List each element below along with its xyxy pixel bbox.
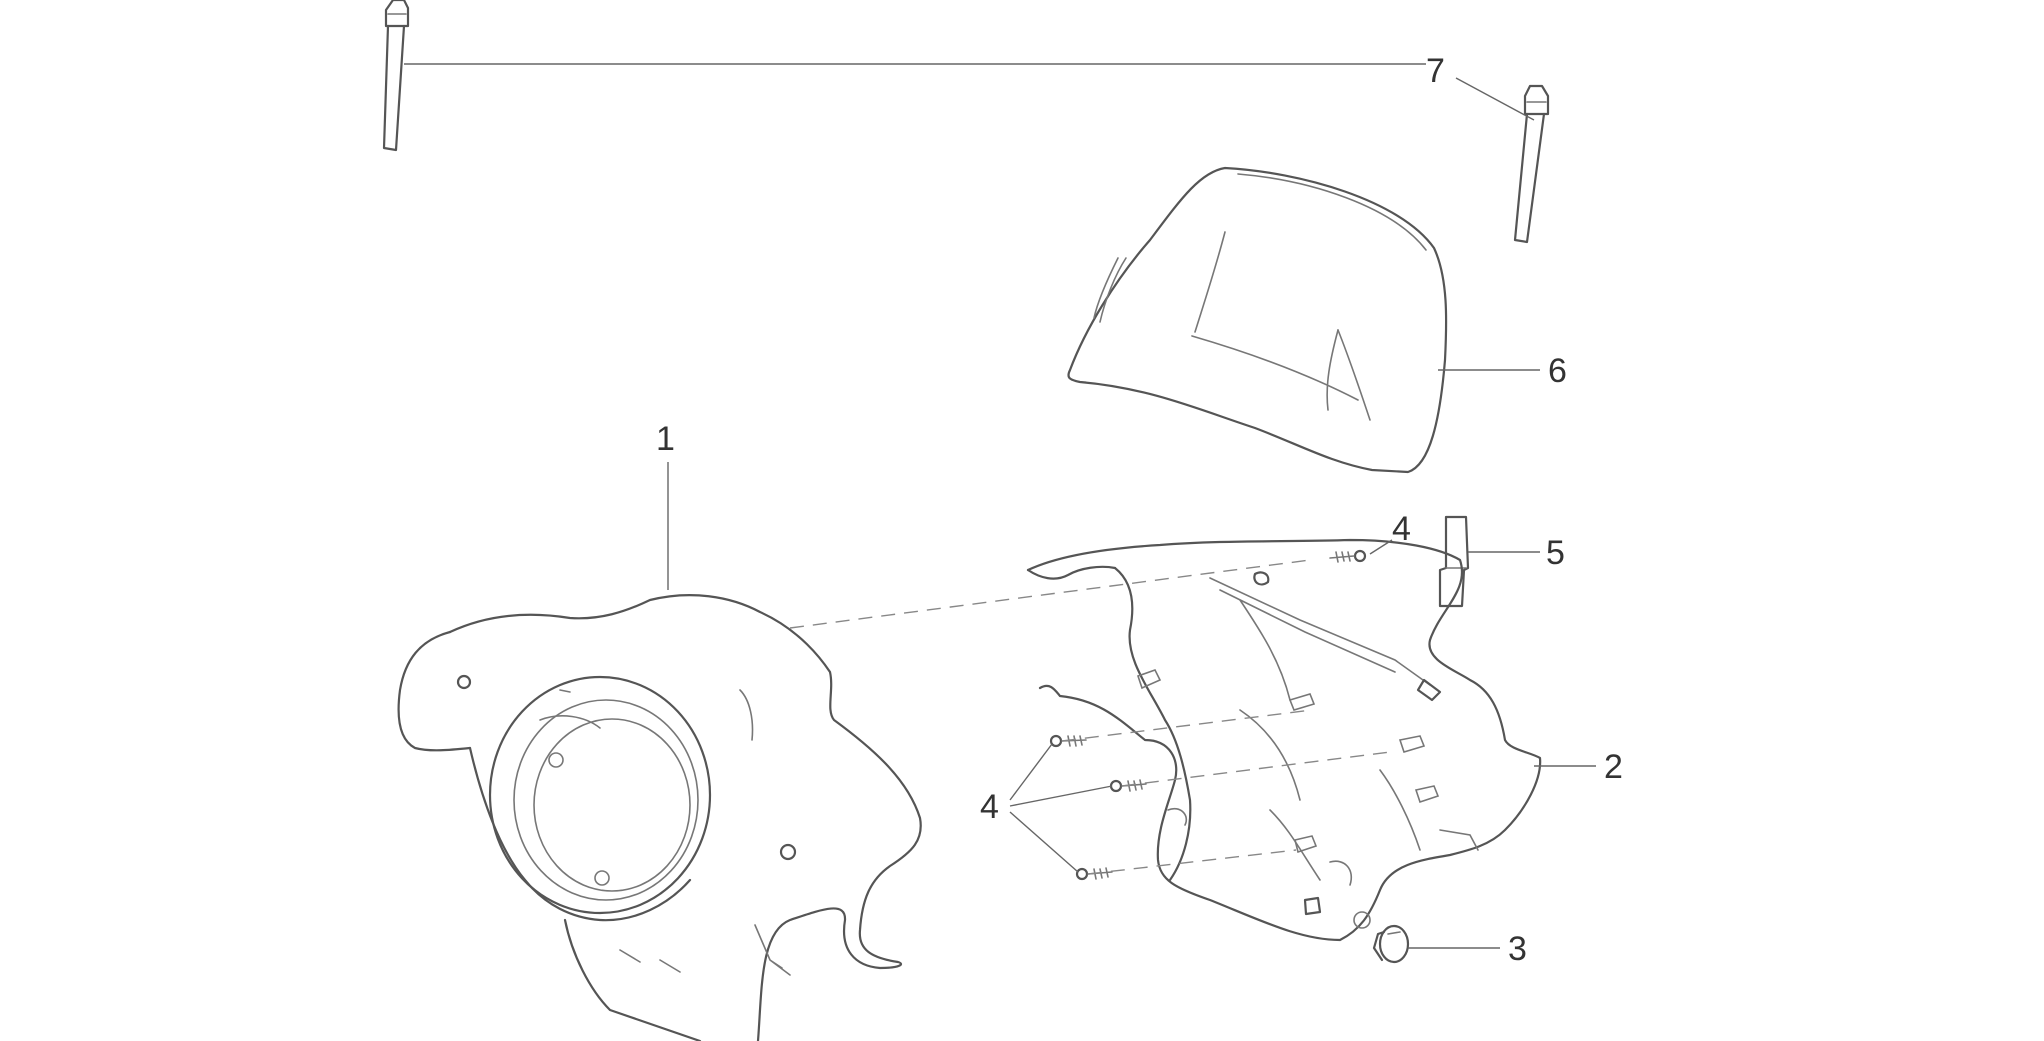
screw-mid-1	[1049, 734, 1087, 748]
part-2-rear-cover	[1026, 538, 1542, 942]
callout-4-left: 4	[980, 788, 999, 826]
callout-2: 2	[1604, 748, 1623, 786]
screw-top	[1329, 549, 1367, 563]
callout-3: 3	[1508, 930, 1527, 968]
callout-7: 7	[1426, 52, 1445, 90]
part-6-windscreen	[1067, 166, 1448, 474]
assembly-dashed-lines	[789, 559, 1391, 875]
pin-left	[382, 0, 410, 152]
pin-right	[1513, 84, 1550, 244]
callout-labels: 7 6 1 4 5 2 4 3	[656, 52, 1623, 968]
part-3-plug	[1372, 924, 1410, 964]
callout-6: 6	[1548, 352, 1567, 390]
callout-4-top: 4	[1392, 510, 1411, 548]
part-7-pins	[382, 0, 1550, 244]
leader-lines	[404, 63, 1596, 949]
part-4-screws	[1049, 549, 1367, 881]
part-1-front-cover	[397, 594, 922, 1041]
callout-1: 1	[656, 420, 675, 458]
part-5-pin	[1438, 515, 1470, 608]
callout-5: 5	[1546, 534, 1565, 572]
